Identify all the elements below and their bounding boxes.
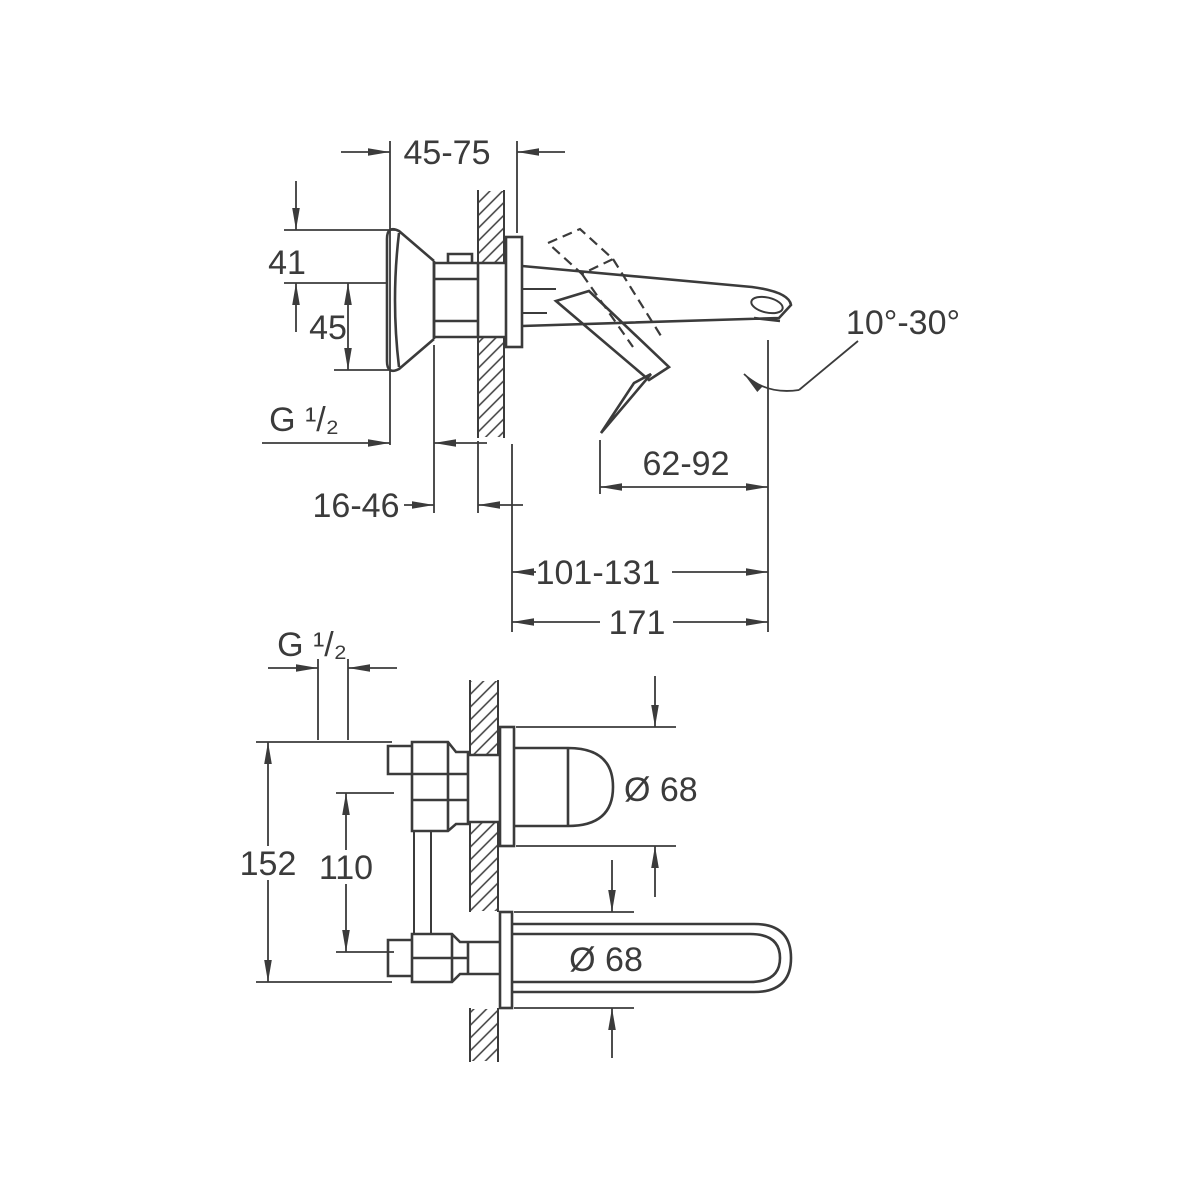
label-overall-height: 152 (240, 845, 297, 883)
label-thread-side: G ¹/₂ (269, 401, 339, 439)
side-extension-lines (284, 141, 769, 632)
label-depth-adjust: 16-46 (313, 487, 400, 525)
spout-plan-outline (512, 922, 793, 994)
label-center-spacing: 110 (319, 849, 373, 887)
side-view-wall-section (477, 190, 505, 438)
valve-body (432, 252, 506, 339)
handle-escutcheon-plate (498, 725, 516, 848)
label-spout-angle: 10°-30° (846, 304, 960, 342)
label-height-upper: 41 (268, 244, 306, 282)
spout-escutcheon-plate (498, 910, 514, 1010)
wall-hatch-1 (471, 681, 497, 754)
lower-valve-body (386, 932, 500, 984)
spout-profile (521, 264, 793, 328)
angle-leader-line (798, 340, 859, 391)
wall-edges (469, 680, 499, 1062)
label-rough-in-depth: 45-75 (404, 134, 491, 172)
plan-view-dimensions (256, 659, 676, 1058)
handle-lever-alt-position (546, 227, 615, 276)
label-height-lower: 45 (309, 309, 347, 347)
handle-pivot (522, 288, 556, 314)
wall-edges (477, 190, 505, 438)
label-spout-reach-range: 101-131 (536, 554, 661, 592)
dimension-labels: 45-75 41 45 G ¹/₂ 16-46 62-92 101-131 17… (240, 134, 960, 979)
wall-hatch-3 (471, 1009, 497, 1061)
wall-hatch-2 (471, 823, 497, 911)
label-lever-reach: 62-92 (643, 445, 730, 483)
side-view-dimensions (262, 141, 859, 632)
wall-hatch-upper (479, 191, 503, 262)
mounting-bracket (413, 831, 432, 934)
handle-lever (553, 289, 672, 382)
wall-plate (504, 235, 524, 349)
label-thread-plan: G ¹/₂ (277, 626, 347, 664)
supply-escutcheon (385, 227, 436, 373)
angle-arc-arrow (743, 373, 800, 392)
label-escutcheon-diameter: Ø 68 (624, 771, 698, 809)
upper-valve-body (386, 740, 500, 833)
plan-view (386, 680, 793, 1062)
label-spout-length: 171 (609, 604, 666, 642)
aerator (750, 295, 784, 315)
plan-extension-lines (256, 659, 676, 1009)
label-spout-diameter: Ø 68 (569, 941, 643, 979)
plan-view-wall-section (469, 680, 499, 1062)
handle-knob-plan (514, 746, 615, 828)
side-view (385, 190, 793, 438)
wall-hatch-lower (479, 338, 503, 437)
handle-blade (599, 372, 652, 434)
